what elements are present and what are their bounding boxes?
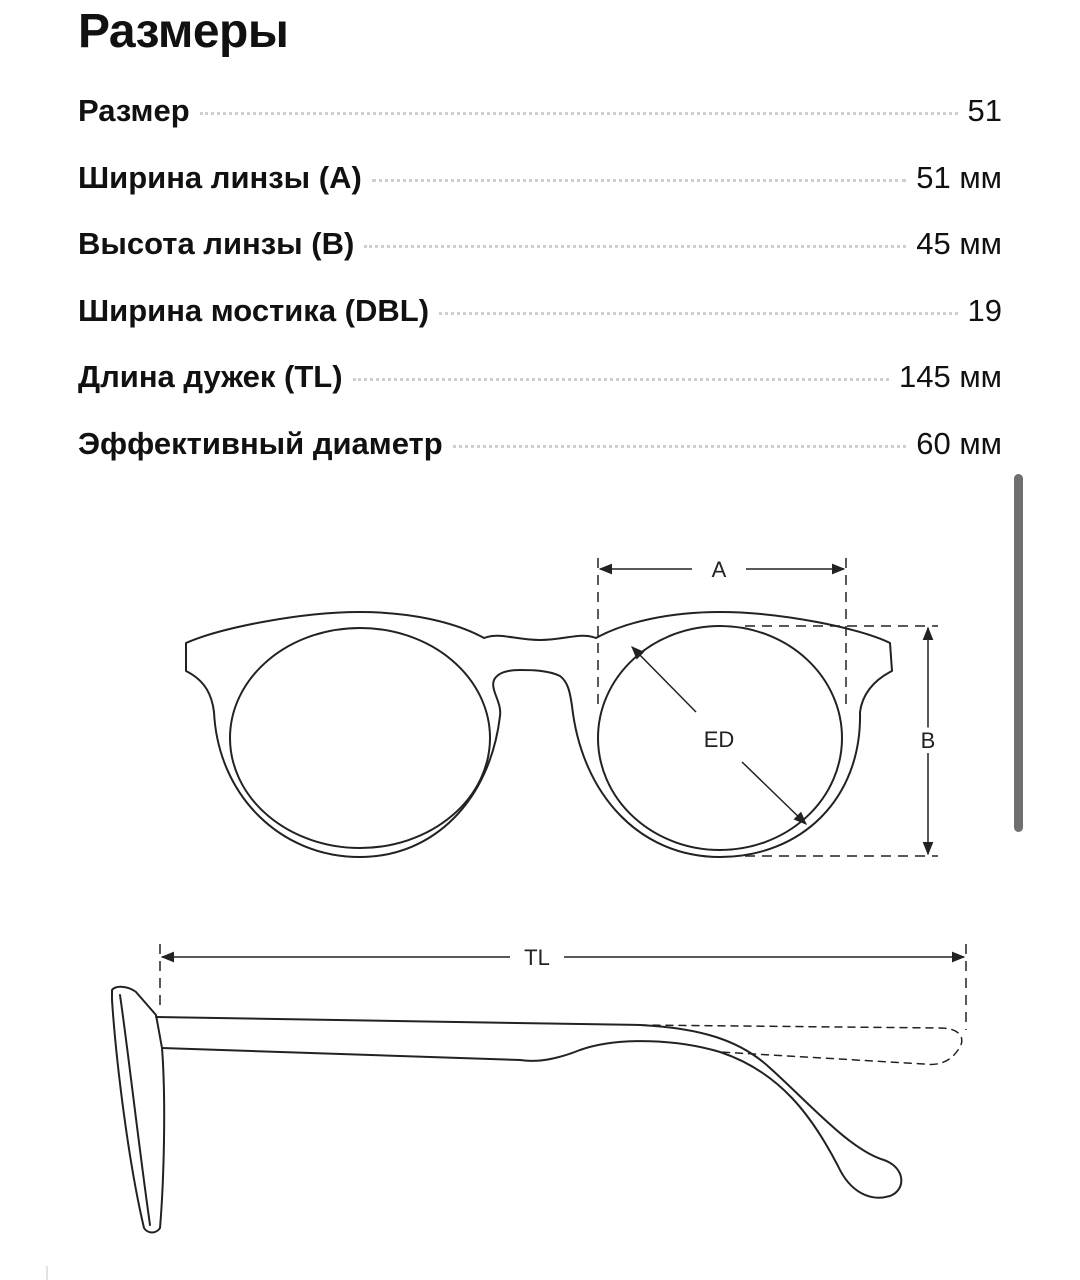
dotted-leader (439, 311, 958, 315)
dimension-b (745, 625, 938, 857)
dotted-leader (452, 444, 907, 448)
spec-label: Высота линзы (B) (78, 226, 355, 262)
spec-label: Эффективный диаметр (78, 425, 443, 461)
spec-label: Ширина линзы (A) (78, 159, 362, 195)
front-rim-side (111, 985, 166, 1234)
spec-value: 145 мм (899, 359, 1002, 395)
dimension-ed-label: ED (704, 727, 735, 752)
spec-row-temple-length: Длина дужек (TL) 145 мм (78, 344, 1002, 411)
scrollbar-thumb[interactable] (1014, 474, 1023, 832)
dotted-leader (352, 378, 890, 382)
temple-arm (155, 1016, 903, 1199)
spec-row-effective-diameter: Эффективный диаметр 60 мм (78, 411, 1002, 478)
dotted-leader (364, 245, 907, 249)
spec-value: 45 мм (916, 226, 1002, 262)
glasses-front-view (185, 611, 893, 858)
divider (46, 1266, 48, 1280)
dimension-b-label: B (921, 728, 936, 753)
dimension-tl-label: TL (524, 945, 550, 970)
dotted-leader (199, 112, 958, 115)
right-lens (597, 625, 843, 851)
dimension-a-label: A (712, 557, 727, 582)
dotted-leader (371, 178, 907, 182)
dimension-tl (159, 944, 967, 1030)
frame-outline (185, 611, 893, 858)
spec-label: Ширина мостика (DBL) (78, 292, 430, 328)
spec-row-bridge-width: Ширина мостика (DBL) 19 (78, 278, 1002, 345)
spec-label: Размер (78, 93, 190, 128)
spec-value: 51 (967, 93, 1002, 128)
spec-row-size: Размер 51 (78, 78, 1002, 145)
spec-value: 19 (967, 292, 1002, 328)
page-title: Размеры (78, 5, 289, 58)
dimension-ed (631, 646, 807, 825)
spec-label: Длина дужек (TL) (78, 359, 343, 395)
spec-value: 51 мм (916, 159, 1002, 195)
spec-list: Размер 51 Ширина линзы (A) 51 мм Высота … (78, 78, 1002, 478)
spec-row-lens-width: Ширина линзы (A) 51 мм (78, 145, 1002, 212)
glasses-side-view (111, 985, 963, 1234)
spec-row-lens-height: Высота линзы (B) 45 мм (78, 211, 1002, 278)
dimension-a (597, 558, 847, 705)
left-lens (229, 627, 491, 849)
spec-value: 60 мм (916, 425, 1002, 461)
temple-straight-dashed (639, 1024, 963, 1066)
